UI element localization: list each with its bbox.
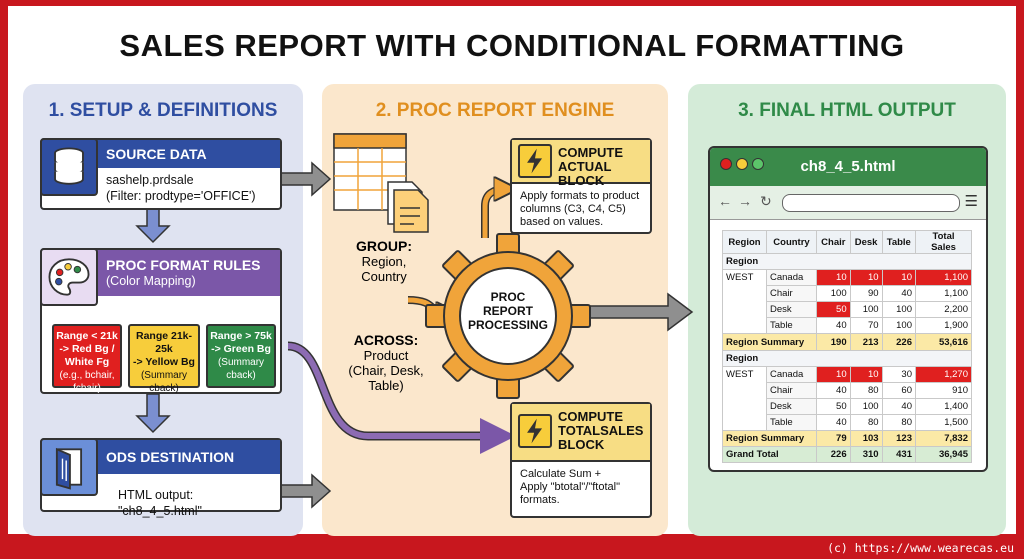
table-grand-total-row: Grand Total 226 310 431 36,945 xyxy=(722,446,972,464)
compute-total-title-3: BLOCK xyxy=(558,437,605,452)
table-summary-row: Region Summary 79 103 123 7,832 xyxy=(722,430,972,448)
compute-actual-card: COMPUTE ACTUAL BLOCK Apply formats to pr… xyxy=(510,138,652,234)
table-header-row: Region Country Chair Desk Table Total Sa… xyxy=(722,230,972,254)
proc-format-header: PROC FORMAT RULES xyxy=(106,257,261,273)
reload-icon[interactable]: ↻ xyxy=(760,193,772,209)
proc-format-subheader: (Color Mapping) xyxy=(106,274,196,288)
table-group-row: Region xyxy=(722,252,972,271)
panel-engine-title: 2. PROC REPORT ENGINE xyxy=(375,100,615,121)
across-label: ACROSS: xyxy=(353,332,419,348)
group-label: GROUP: xyxy=(356,238,412,254)
browser-titlebar: ch8_4_5.html xyxy=(710,148,986,186)
compute-actual-title-1: COMPUTE xyxy=(558,145,623,160)
arrow-engine-to-output xyxy=(577,292,694,332)
ods-destination-card: ODS DESTINATION HTML output: "ch8_4_5.ht… xyxy=(40,438,282,518)
footer-credit: (c) https://www.wearecas.eu xyxy=(827,541,1014,555)
panel-output-title: 3. FINAL HTML OUTPUT xyxy=(738,100,956,121)
compute-total-title-1: COMPUTE xyxy=(558,409,623,424)
menu-icon[interactable]: ☰ xyxy=(964,193,978,210)
forward-icon[interactable]: → xyxy=(738,193,752,209)
table-row: WEST Canada 10 10 30 1,270 xyxy=(722,365,972,432)
arrow-format-to-ods xyxy=(135,393,171,434)
minimize-dot-icon[interactable] xyxy=(736,158,748,170)
report-table: Region Country Chair Desk Table Total Sa… xyxy=(722,230,972,464)
proc-format-card: PROC FORMAT RULES (Color Mapping) Range … xyxy=(40,248,282,394)
arrow-source-to-engine xyxy=(279,161,332,197)
compute-total-card: COMPUTE TOTALSALES BLOCK Calculate Sum +… xyxy=(510,402,652,518)
back-icon[interactable]: ← xyxy=(718,193,732,209)
source-data-header: SOURCE DATA xyxy=(106,146,207,162)
table-row: Table 40 80 80 1,500 xyxy=(723,413,972,432)
page-title: SALES REPORT WITH CONDITIONAL FORMATTING xyxy=(119,28,905,63)
rule-red: Range < 21k -> Red Bg / White Fg (e.g., … xyxy=(52,324,122,394)
group-label-block: GROUP: Region, Country xyxy=(348,238,420,284)
palette-icon xyxy=(40,248,98,306)
gear-label: PROC REPORT PROCESSING xyxy=(467,290,548,332)
maximize-dot-icon[interactable] xyxy=(752,158,764,170)
panel-setup-title: 1. SETUP & DEFINITIONS xyxy=(48,100,278,121)
table-row: Chair 40 80 60 910 xyxy=(723,381,972,399)
table-row: WEST Canada 10 10 10 1,100 xyxy=(722,269,972,335)
rule-green: Range > 75k -> Green Bg (Summary cback) xyxy=(206,324,276,388)
arrow-source-to-format xyxy=(135,205,171,244)
lightning-icon xyxy=(518,414,552,448)
browser-window: ch8_4_5.html ← → ↻ ☰ Region Country Chai… xyxy=(708,146,988,472)
browser-navbar: ← → ↻ ☰ xyxy=(710,186,986,220)
browser-title: ch8_4_5.html xyxy=(800,158,896,175)
ods-body: HTML output: "ch8_4_5.html" xyxy=(118,488,202,518)
source-filter: (Filter: prodtype='OFFICE') xyxy=(106,189,256,203)
rule-yellow: Range 21k-25k -> Yellow Bg (Summary cbac… xyxy=(128,324,200,394)
lightning-icon xyxy=(518,144,552,178)
ods-header: ODS DESTINATION xyxy=(106,449,235,465)
source-data-card: SOURCE DATA sashelp.prdsale (Filter: pro… xyxy=(40,138,282,210)
database-icon xyxy=(40,138,98,196)
table-group-row: Region xyxy=(722,349,972,367)
close-dot-icon[interactable] xyxy=(720,158,732,170)
canvas: SALES REPORT WITH CONDITIONAL FORMATTING… xyxy=(8,6,1016,536)
door-icon xyxy=(40,438,98,496)
table-summary-row: Region Summary 190 213 226 53,616 xyxy=(722,333,972,351)
compute-total-title-2: TOTALSALES xyxy=(558,423,644,438)
footer: (c) https://www.wearecas.eu xyxy=(0,534,1024,559)
table-row: Desk 50 100 40 1,400 xyxy=(723,397,972,415)
address-bar[interactable] xyxy=(782,194,960,212)
compute-actual-title-2: ACTUAL BLOCK xyxy=(558,159,612,188)
across-label-block: ACROSS: Product (Chair, Desk, Table) xyxy=(344,332,428,393)
table-row: Chair 100 90 40 1,100 xyxy=(723,285,972,303)
source-dataset-name: sashelp.prdsale xyxy=(106,173,194,187)
